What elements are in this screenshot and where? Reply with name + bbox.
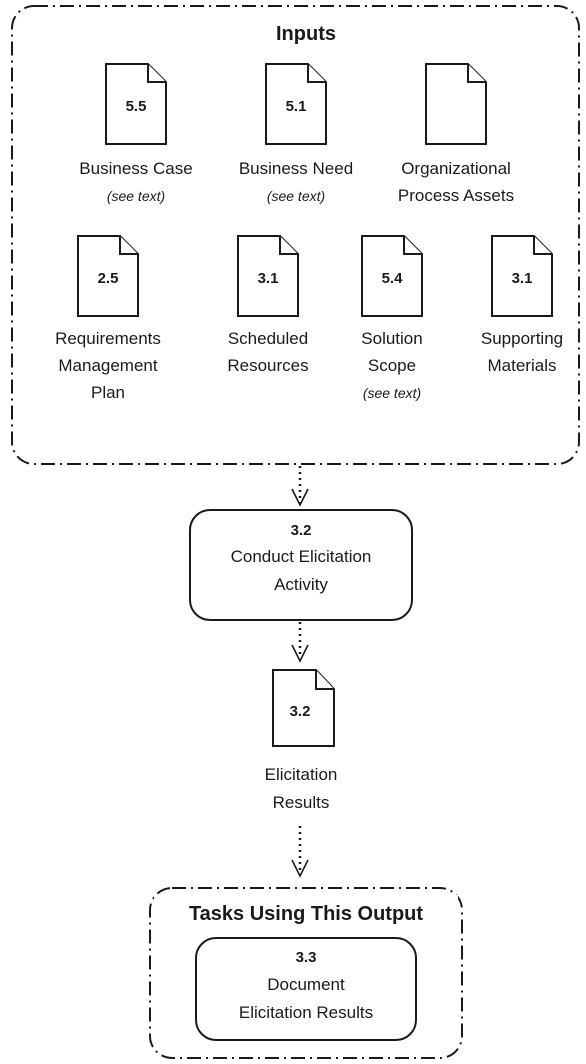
output-elicitation-results[interactable]: 3.2 Elicitation Results [265,669,338,812]
input-label-line: Plan [91,383,125,402]
task-document-elicitation-results[interactable]: 3.3 Document Elicitation Results [195,937,417,1041]
input-label-line: Scope [368,356,416,375]
input-label-line: Business Case [79,159,192,178]
output-label-line-1: Elicitation [265,765,338,784]
document-fold [147,64,166,83]
input-label-line: Requirements [55,329,161,348]
next-task-label-line-1: Document [267,975,345,994]
task-label-line-2: Activity [274,575,328,594]
input-ref: 3.1 [258,270,279,287]
input-label-line: Business Need [239,159,353,178]
input-label-line: Management [58,356,158,375]
input-ref: 2.5 [98,270,119,287]
input-label-line: Materials [488,356,557,375]
task-conduct-elicitation-activity[interactable]: 3.2 Conduct Elicitation Activity [189,509,413,621]
input-label-line: Supporting [481,329,563,348]
output-ref: 3.2 [290,703,311,720]
input-label-line: Organizational [401,159,511,178]
document-icon [237,235,299,317]
document-fold [467,64,486,83]
output-label-line-2: Results [273,793,330,812]
next-task-ref: 3.3 [296,949,317,966]
input-label-line: Resources [227,356,308,375]
tasks-using-output-title: Tasks Using This Output [189,903,423,925]
inputs-group: Inputs [11,5,580,465]
flow-arrow-inputs-to-task [291,466,309,507]
input-label-line: Scheduled [228,329,308,348]
document-fold [307,64,326,83]
task-label-line-1: Conduct Elicitation [231,547,372,566]
flow-arrow-task-to-output [291,622,309,663]
document-icon [425,63,487,145]
next-task-label-line-2: Elicitation Results [239,1003,373,1022]
task-ref: 3.2 [291,522,312,539]
input-ref: 5.4 [382,270,404,287]
input-ref: 3.1 [512,270,533,287]
document-icon [77,235,139,317]
input-note: (see text) [267,188,325,204]
document-fold [403,236,422,255]
input-label-line: Process Assets [398,186,514,205]
document-icon [361,235,423,317]
tasks-using-output-group: Tasks Using This Output [149,887,463,1059]
document-icon [265,63,327,145]
document-icon [105,63,167,145]
document-fold [533,236,552,255]
input-note: (see text) [363,385,421,401]
input-note: (see text) [107,188,165,204]
document-fold [119,236,138,255]
inputs-title: Inputs [276,23,336,45]
flow-arrow-output-to-tasks [291,826,309,878]
input-label-line: Solution [361,329,422,348]
input-ref: 5.1 [286,98,307,115]
document-icon [491,235,553,317]
document-fold [279,236,298,255]
input-ref: 5.5 [126,98,147,115]
